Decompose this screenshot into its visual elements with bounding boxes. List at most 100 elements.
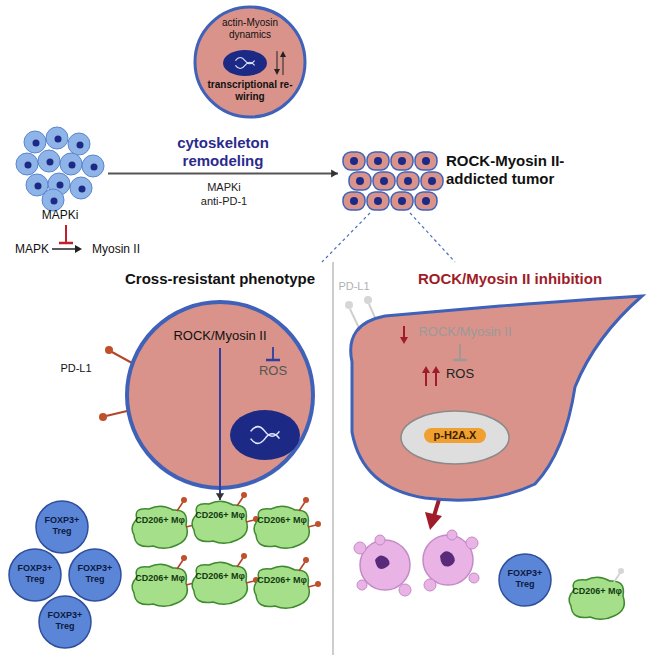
shape-part bbox=[237, 497, 243, 506]
macrophage: CD206+ Mφ bbox=[191, 500, 249, 544]
shape-part bbox=[373, 172, 395, 190]
connector bbox=[216, 490, 224, 500]
shape-part bbox=[421, 172, 443, 190]
annotation: PD-L1 bbox=[56, 362, 96, 375]
shape-part bbox=[425, 372, 427, 386]
shape-part bbox=[614, 573, 620, 582]
addicted-tumor: ROCK-Myosin II- addicted tumor bbox=[340, 150, 440, 212]
shape-part bbox=[280, 51, 286, 57]
shape-part bbox=[25, 162, 32, 169]
activation-arrow bbox=[52, 248, 76, 250]
macrophage: CD206+ Mφ bbox=[568, 576, 626, 620]
shape-part bbox=[266, 359, 280, 362]
macrophage-outline bbox=[131, 505, 189, 549]
connector bbox=[108, 169, 338, 177]
node-label: CD206+ Mφ bbox=[256, 575, 308, 586]
node-label: MAPKi bbox=[15, 208, 105, 222]
shape-part bbox=[422, 157, 430, 165]
dying-cells bbox=[354, 530, 479, 596]
shape-part bbox=[9, 549, 61, 601]
shape-part bbox=[70, 177, 92, 199]
node-label: CD206+ Mφ bbox=[194, 571, 246, 582]
shape-part bbox=[219, 348, 221, 490]
shape-part bbox=[16, 153, 38, 175]
shape-part bbox=[303, 557, 309, 563]
shape-part bbox=[398, 197, 406, 205]
shape-part bbox=[350, 197, 358, 205]
shape-part bbox=[79, 186, 86, 193]
shape-part bbox=[569, 577, 624, 619]
shape-part bbox=[374, 197, 382, 205]
node-label: CD206+ Mφ bbox=[571, 586, 623, 597]
shape-part bbox=[343, 152, 365, 170]
shape-part bbox=[303, 497, 309, 503]
sensitive-tumor: MAPKi bbox=[15, 128, 105, 204]
shape-part bbox=[380, 177, 388, 185]
shape-part bbox=[192, 562, 247, 604]
arrow-head bbox=[75, 245, 82, 253]
shape-part bbox=[132, 564, 187, 606]
shape-part bbox=[254, 566, 309, 608]
node-label: FOXP3+ Treg bbox=[37, 515, 87, 537]
macrophage-outline bbox=[568, 576, 626, 620]
shape-part bbox=[251, 427, 280, 444]
shape-part bbox=[246, 581, 254, 583]
zoom-line bbox=[322, 213, 370, 262]
macrophage: CD206+ Mφ bbox=[253, 505, 311, 549]
shape-part bbox=[403, 326, 405, 338]
shape-part bbox=[459, 344, 461, 360]
shape-part bbox=[69, 549, 121, 601]
panel-heading: ROCK/Myosin II inhibition bbox=[410, 270, 610, 288]
shape-part bbox=[24, 131, 46, 153]
shape-part bbox=[422, 197, 430, 205]
shape-part bbox=[367, 152, 389, 170]
shape-part bbox=[241, 492, 247, 498]
shape-part bbox=[283, 55, 284, 75]
resistant-cell: Cross-resistant phenotypeROCK/Myosin IIR… bbox=[125, 300, 315, 490]
shape-part bbox=[223, 50, 267, 76]
node-label: CD206+ Mφ bbox=[194, 510, 246, 521]
shape-part bbox=[177, 502, 183, 511]
macrophage-outline bbox=[191, 561, 249, 605]
macrophage: CD206+ Mφ bbox=[253, 565, 311, 609]
node-label: transcriptional re-wiring bbox=[203, 79, 297, 103]
shape-part bbox=[428, 177, 436, 185]
shape-part bbox=[274, 69, 280, 75]
shape-part bbox=[33, 140, 40, 147]
shape-part bbox=[77, 142, 84, 149]
shape-part bbox=[181, 497, 187, 503]
connector-line bbox=[108, 173, 338, 175]
sensitive-tumor-outline bbox=[15, 128, 105, 204]
shape-part bbox=[391, 152, 413, 170]
node-label: FOXP3+ Treg bbox=[10, 563, 60, 585]
shape-part bbox=[308, 585, 316, 587]
shape-part bbox=[277, 51, 278, 71]
shape-part bbox=[404, 177, 412, 185]
macrophage-outline bbox=[191, 500, 249, 544]
shape-part bbox=[55, 136, 62, 143]
zoom-line bbox=[410, 213, 455, 262]
shape-part bbox=[177, 560, 183, 569]
inhibition-line bbox=[65, 225, 67, 243]
shape-part bbox=[618, 568, 624, 574]
shape-part bbox=[254, 506, 309, 548]
divider bbox=[332, 262, 334, 655]
shape-part bbox=[60, 153, 82, 175]
macrophage: CD206+ Mφ bbox=[191, 561, 249, 605]
shape-part bbox=[246, 520, 254, 522]
node-label: actin-Myosin dynamics bbox=[205, 17, 295, 41]
addicted-tumor-outline bbox=[340, 150, 440, 212]
shape-part bbox=[350, 157, 358, 165]
arrow-head bbox=[216, 493, 224, 500]
shape-part bbox=[401, 411, 509, 464]
treg-cell: FOXP3+ Treg bbox=[8, 548, 62, 602]
shape-part bbox=[435, 372, 437, 386]
shape-part bbox=[235, 57, 254, 68]
shape-part bbox=[68, 133, 90, 155]
shape-part bbox=[398, 157, 406, 165]
shape-part bbox=[400, 337, 408, 344]
macrophage: CD206+ Mφ bbox=[131, 505, 189, 549]
shape-part bbox=[349, 172, 371, 190]
shape-part bbox=[35, 183, 42, 190]
